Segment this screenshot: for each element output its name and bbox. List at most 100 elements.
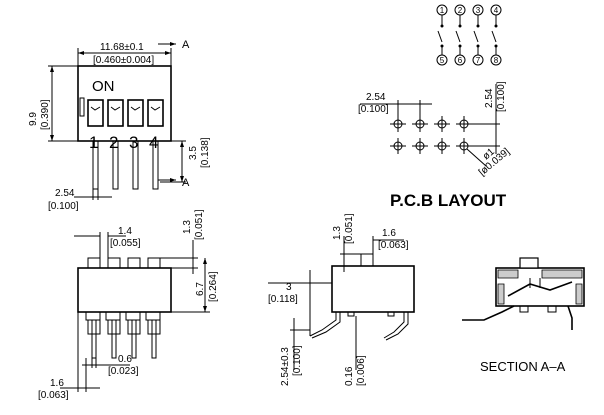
section-view: SECTION A–A xyxy=(462,257,585,374)
pin-thickness-inch-label: [0.006] xyxy=(356,355,367,386)
pin-thickness-label: 0.16 xyxy=(344,366,355,386)
actuator-top xyxy=(127,257,141,269)
pcb-hole xyxy=(434,138,450,154)
pcb-hole xyxy=(390,116,406,132)
actuator-width-inch-label: [0.055] xyxy=(110,238,141,249)
top-view: 11.68±0.1 [0.460±0.004] A ON 1 2 3 xyxy=(28,39,211,212)
actuator-height-inch-label: [0.051] xyxy=(194,209,205,240)
front-view: 1.4 [0.055] 1.3 [0.051] 6.7 [0.264] 0.6 … xyxy=(38,209,219,401)
bent-pin-left xyxy=(309,312,337,337)
body-offset-inch-label: [0.118] xyxy=(268,294,298,305)
side-actuator-width-inch-label: [0.063] xyxy=(378,240,409,251)
pin-pitch-inch-label: [0.100] xyxy=(292,345,303,376)
side-view: 1.3 [0.051] 1.6 [0.063] 3 [0.118] 2.54±0… xyxy=(268,213,415,386)
pin-label-4: 4 xyxy=(494,6,499,15)
pin-label-6: 6 xyxy=(458,56,463,65)
pin-label-2: 2 xyxy=(458,6,463,15)
pcb-layout: 2.54 [0.100] 2.54 [0.100] ø1 [ø0.039] P.… xyxy=(358,81,512,210)
arrowhead xyxy=(170,42,176,46)
height-dim-inch-label: [0.390] xyxy=(40,99,51,130)
pcb-layout-title: P.C.B LAYOUT xyxy=(390,191,507,210)
side-actuator-height-inch-label: [0.051] xyxy=(344,213,355,244)
switch-number-4: 4 xyxy=(149,133,158,152)
standoff xyxy=(347,311,355,317)
arrowhead xyxy=(203,306,207,312)
pin-label-5: 5 xyxy=(440,56,445,65)
schematic-channel-4 xyxy=(490,4,502,66)
pin-label-7: 7 xyxy=(476,56,481,65)
pin-length-dim-label: 3.5 xyxy=(188,146,199,160)
pitch-dim-inch-label: [0.100] xyxy=(48,201,79,212)
hatched-region xyxy=(541,269,583,279)
side-actuator-height-label: 1.3 xyxy=(332,226,343,240)
switch-schematic: 1 2 3 4 5 6 7 8 xyxy=(436,4,502,66)
actuator-4 xyxy=(147,99,164,127)
section-actuator xyxy=(519,257,539,269)
pcb-hole xyxy=(390,138,406,154)
schematic-channel-1 xyxy=(436,4,448,66)
pin-group xyxy=(125,311,141,359)
section-label: SECTION A–A xyxy=(480,359,566,374)
arrowhead xyxy=(180,176,184,182)
hatched-region xyxy=(575,283,583,305)
hatched-region xyxy=(497,283,505,305)
arrowhead xyxy=(203,258,207,264)
pcb-h-pitch-label: 2.54 xyxy=(366,92,386,103)
arrowhead xyxy=(50,66,54,72)
leader-line xyxy=(466,148,487,167)
pin-group xyxy=(85,311,101,359)
section-pin-left xyxy=(462,305,515,321)
bent-pin-left xyxy=(311,312,341,339)
pcb-v-pitch-label: 2.54 xyxy=(484,88,495,108)
body-height-inch-label: [0.264] xyxy=(208,271,219,302)
arrowhead xyxy=(78,51,84,55)
section-marker-bottom: A xyxy=(182,177,190,189)
schematic-channel-3 xyxy=(472,4,484,66)
pin-pitch-label: 2.54±0.3 xyxy=(280,347,291,386)
standoff xyxy=(387,311,395,317)
pin-label-3: 3 xyxy=(476,6,481,15)
arrowhead xyxy=(170,178,176,182)
height-dim-label: 9.9 xyxy=(28,112,39,126)
pin-offset-label: 1.6 xyxy=(50,378,64,389)
pcb-hole xyxy=(456,116,472,132)
width-dim-inch-label: [0.460±0.004] xyxy=(93,55,154,66)
actuator-1 xyxy=(87,99,104,127)
width-dim-label: 11.68±0.1 xyxy=(100,42,144,53)
pin xyxy=(152,140,159,190)
arrowhead xyxy=(50,135,54,141)
pin-label-8: 8 xyxy=(494,56,499,65)
pcb-hole xyxy=(412,138,428,154)
pitch-dim-label: 2.54 xyxy=(55,188,75,199)
switch-number-3: 3 xyxy=(129,133,138,152)
section-body xyxy=(495,267,585,307)
pin xyxy=(132,140,139,190)
pin-group xyxy=(105,311,121,359)
orientation-mark xyxy=(79,97,85,117)
actuator-top xyxy=(147,257,161,269)
pin-width-inch-label: [0.023] xyxy=(108,366,139,377)
body-height-label: 6.7 xyxy=(195,282,206,296)
pcb-hole xyxy=(434,116,450,132)
pin xyxy=(92,140,99,190)
pcb-v-pitch-inch-label: [0.100] xyxy=(496,81,507,112)
actuator-side xyxy=(360,253,374,267)
actuator-height-label: 1.3 xyxy=(182,220,193,234)
switch-number-2: 2 xyxy=(109,133,118,152)
actuator-3 xyxy=(127,99,144,127)
body-offset-label: 3 xyxy=(286,282,292,293)
standoff xyxy=(547,305,557,313)
actuator-width-label: 1.4 xyxy=(118,226,132,237)
arrowhead xyxy=(165,51,171,55)
side-actuator-width-label: 1.6 xyxy=(382,228,396,239)
actuator-2 xyxy=(107,99,124,127)
pin xyxy=(112,140,119,190)
bent-pin-right xyxy=(383,312,405,339)
pcb-hole xyxy=(456,138,472,154)
switch-body xyxy=(77,65,172,142)
pin-group xyxy=(145,311,161,359)
hatched-region xyxy=(497,269,519,279)
standoff xyxy=(519,305,529,313)
switch-number-1: 1 xyxy=(89,133,98,152)
